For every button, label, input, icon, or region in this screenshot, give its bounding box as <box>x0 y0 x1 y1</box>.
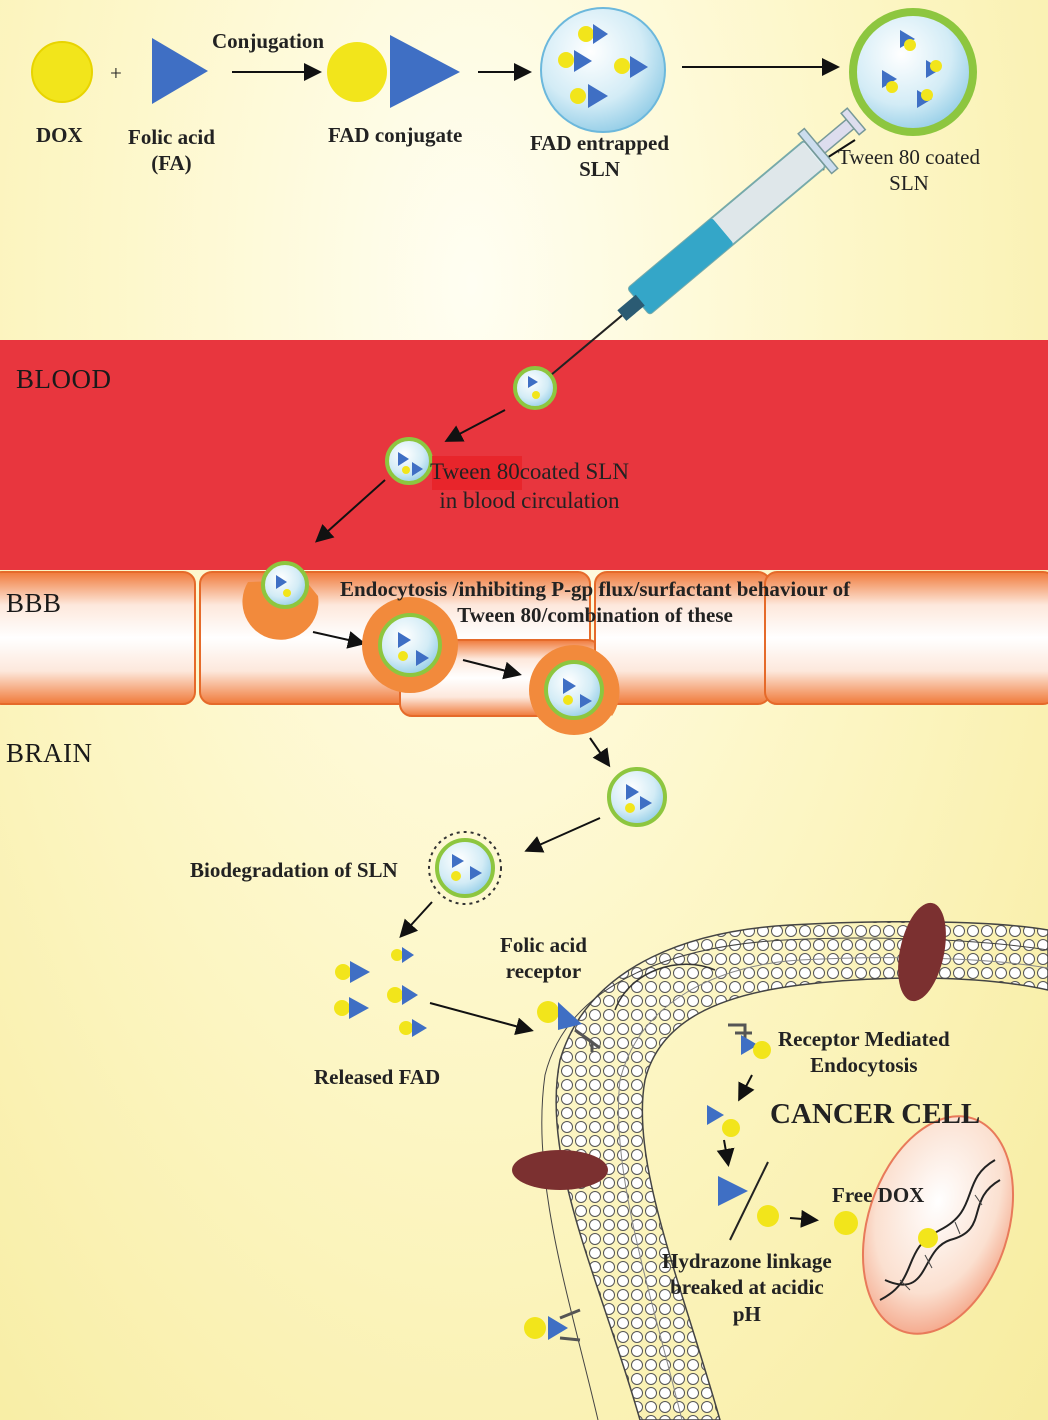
tween-coated-line1: Tween 80 coated <box>838 145 980 169</box>
cancer-cell-label: CANCER CELL <box>770 1098 981 1130</box>
internalized-receptor-icon <box>728 1023 771 1059</box>
fad-conjugate-icon <box>327 35 460 108</box>
rme-line2: Endocytosis <box>810 1053 918 1078</box>
blood-sln-particle-1 <box>513 366 557 410</box>
fad-entrapped-line2: SLN <box>579 157 620 182</box>
folic-acid-receptor-label: Folic acid receptor <box>500 932 587 985</box>
bbb-particle-1 <box>242 561 319 640</box>
nucleus-dna-icon <box>861 1115 1015 1335</box>
biodegrading-sln-icon <box>428 831 502 905</box>
lower-receptor-icon <box>524 1308 581 1342</box>
dox-label: DOX <box>36 123 83 147</box>
fad-entrapped-label: FAD entrapped SLN <box>530 130 669 183</box>
rme-line1: Receptor Mediated <box>778 1027 950 1051</box>
hydrazone-label: Hydrazone linkage breaked at acidic pH <box>662 1248 832 1327</box>
tween-coated-sln-icon <box>849 8 977 136</box>
fad-conjugate-label: FAD conjugate <box>328 123 463 147</box>
released-fad-icons <box>334 947 427 1037</box>
folic-acid-receptor-icon <box>537 1001 601 1052</box>
free-dox-icon <box>834 1211 858 1235</box>
blood-circulation-label: Tween 80coated SLN in blood circulation <box>430 458 629 516</box>
folic-acid-line2: (FA) <box>151 151 192 176</box>
released-fad-label: Released FAD <box>314 1065 441 1089</box>
highlight-tween <box>432 456 522 490</box>
plus-sign: + <box>110 61 122 85</box>
cleaving-fad-icon <box>718 1161 779 1241</box>
blood-region-label: BLOOD <box>16 364 112 394</box>
blood-circulation-line1: Tween 80coated SLN <box>430 459 629 484</box>
brain-region-label: BRAIN <box>6 738 93 768</box>
hydrazone-line3: pH <box>732 1301 761 1326</box>
hydrazone-line1: Hydrazone linkage <box>662 1249 832 1273</box>
bbb-region-label: BBB <box>6 588 62 618</box>
folic-acid-icon <box>152 38 208 104</box>
biodegradation-label: Biodegradation of SLN <box>190 858 398 882</box>
bbb-mechanism-line2: Tween 80/combination of these <box>457 603 733 628</box>
membrane-protein-1 <box>898 902 946 1002</box>
free-dox-label: Free DOX <box>832 1183 925 1207</box>
dox-molecule-icon <box>31 41 93 103</box>
bbb-mechanism-label: Endocytosis /inhibiting P-gp flux/surfac… <box>340 576 850 629</box>
receptor-line2: receptor <box>505 959 582 984</box>
bbb-particle-2 <box>362 597 458 693</box>
bbb-particle-3 <box>529 645 620 735</box>
fad-entrapped-sln-icon <box>540 7 666 133</box>
receptor-mediated-endocytosis-label: Receptor Mediated Endocytosis <box>778 1026 950 1079</box>
hydrazone-line2: breaked at acidic <box>670 1275 824 1300</box>
endosome-fad-icon <box>707 1105 740 1137</box>
folic-acid-label: Folic acid (FA) <box>128 124 215 177</box>
receptor-line1: Folic acid <box>500 933 587 957</box>
blood-circulation-line2: in blood circulation <box>439 487 620 513</box>
blood-sln-particle-2 <box>385 437 433 485</box>
conjugation-label: Conjugation <box>212 29 325 53</box>
membrane-protein-2 <box>512 1150 608 1190</box>
tween-coated-label: Tween 80 coated SLN <box>838 144 980 197</box>
folic-acid-line1: Folic acid <box>128 125 215 149</box>
syringe-icon <box>523 107 867 399</box>
tween-coated-line2: SLN <box>889 171 929 196</box>
bbb-mechanism-line1: Endocytosis /inhibiting P-gp flux/surfac… <box>340 577 851 601</box>
fad-entrapped-line1: FAD entrapped <box>530 131 670 155</box>
brain-sln-particle <box>607 767 667 827</box>
